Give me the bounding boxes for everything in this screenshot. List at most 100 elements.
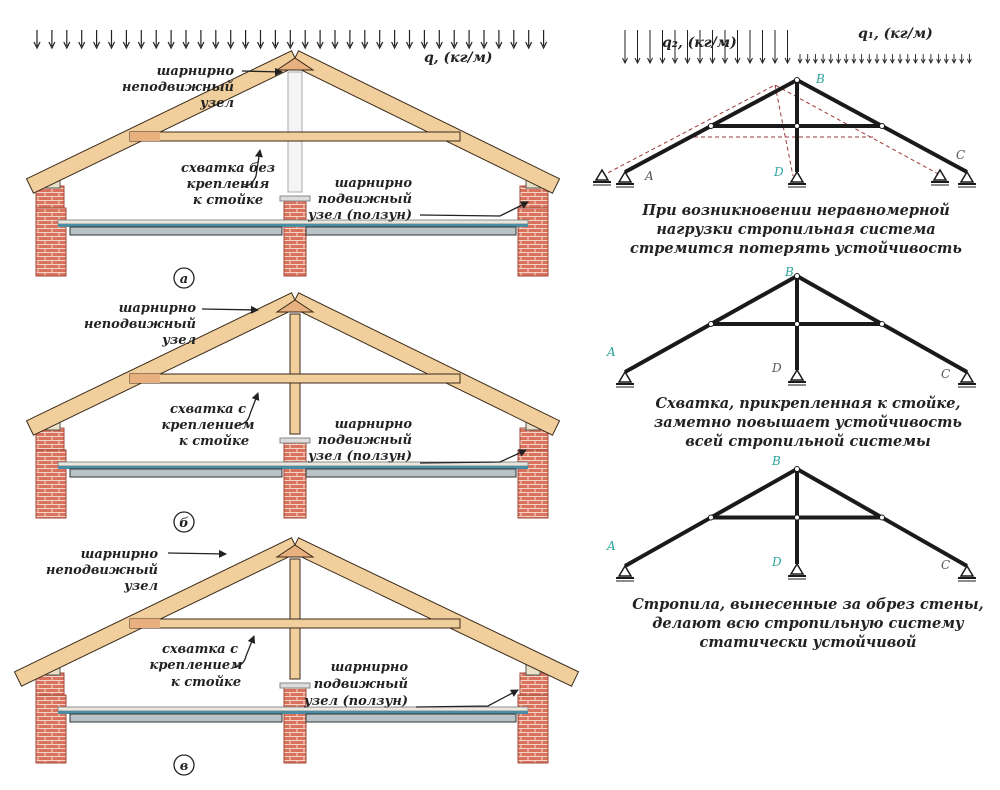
load-arrow-head — [271, 41, 279, 50]
caption-line: нагрузки стропильная система — [656, 221, 935, 238]
load-arrow-head — [391, 41, 399, 50]
node-label-d: D — [771, 555, 782, 569]
load-arrow-head — [331, 41, 339, 50]
center-wall-cap — [279, 195, 311, 202]
collar-tie — [129, 131, 461, 142]
center-wall-cap — [279, 682, 311, 689]
left-wall — [35, 694, 67, 764]
node-label-d: D — [773, 165, 784, 179]
load-arrow-head — [634, 57, 641, 65]
load-arrow-head — [889, 58, 895, 65]
deformed-shape-line — [601, 84, 943, 177]
caption-line: При возникновении неравномерной — [641, 202, 950, 219]
floor-top — [57, 219, 529, 225]
caption-line: статически устойчивой — [700, 634, 917, 651]
load-arrow-head — [435, 41, 443, 50]
left-rafter — [25, 50, 300, 194]
caption-line: делают всю стропильную систему — [652, 615, 965, 632]
pin-support-icon — [932, 168, 948, 181]
node-label-a: A — [606, 345, 616, 359]
center-wall — [283, 199, 307, 277]
caption-line: всей стропильной системы — [685, 433, 931, 450]
truss-scheme-overhang — [616, 466, 976, 582]
left-rafter — [25, 292, 300, 436]
load-arrow-head — [420, 41, 428, 50]
eave-note-line: подвижный — [318, 192, 412, 207]
load-arrow-head — [301, 41, 309, 50]
collar-tie — [129, 373, 461, 384]
caption-unstable: При возникновении неравномерной нагрузки… — [630, 202, 962, 257]
load-arrow-head — [772, 57, 778, 65]
load-arrow-head — [672, 57, 678, 65]
right-wall — [517, 694, 549, 764]
load-arrow-head — [684, 57, 691, 65]
panel-b-diagram — [25, 292, 561, 519]
load-arrow-head — [376, 41, 384, 50]
load-arrow-head — [93, 41, 101, 50]
pin-support-icon — [959, 564, 975, 577]
caption-collar-fixed: Схватка, прикрепленная к стойке, заметно… — [654, 395, 962, 450]
eave-note-c: шарнирно подвижный узел (ползун) — [303, 660, 519, 709]
left-rafter — [13, 537, 300, 687]
variant-badge-c: в — [173, 754, 195, 776]
load-arrow-head — [836, 58, 841, 65]
hinge-joint — [879, 514, 885, 521]
load-arrow-head — [450, 41, 458, 50]
load-arrow-head — [784, 57, 791, 65]
load-arrow-head — [747, 57, 753, 65]
ridge-note-line: шарнирно — [157, 64, 235, 79]
ridge-note-line: неподвижный — [122, 80, 234, 95]
collar-note-c: схватка с креплением к стойке — [150, 635, 256, 690]
caption-line: Стропила, вынесенные за обрез стены, — [632, 596, 983, 613]
center-wall — [283, 686, 307, 764]
load-arrow-head — [167, 41, 175, 50]
eave-note-line: узел (ползун) — [307, 208, 412, 223]
load-arrow-head — [843, 58, 849, 65]
arrow-icon — [167, 549, 227, 558]
load-arrow-head — [256, 41, 265, 50]
hinge-joint — [708, 321, 714, 327]
load-arrow-head — [33, 41, 41, 50]
load-arrow-head — [851, 58, 857, 65]
load-arrow-head — [812, 58, 818, 65]
collar-note-a: схватка без крепления к стойке — [181, 149, 275, 208]
load-arrow-head — [797, 58, 803, 65]
node-label-a: A — [606, 539, 616, 553]
load-arrow-head — [152, 41, 160, 50]
load-arrow-head — [525, 41, 533, 50]
arrow-icon — [415, 689, 519, 708]
hinge-joint — [794, 466, 800, 472]
right-rafter — [290, 537, 580, 687]
pin-support-icon — [617, 564, 633, 577]
right-wall-top — [519, 672, 549, 696]
floor-slab-left — [69, 713, 283, 723]
floor-top — [57, 706, 529, 712]
collar-note-line: креплением — [150, 658, 243, 673]
collar-note-line: схватка с — [170, 402, 246, 417]
center-wall-cap — [279, 437, 311, 444]
ridge-node — [275, 544, 315, 558]
ridge-node — [275, 57, 315, 71]
load-arrow-head — [828, 58, 834, 65]
truss-scheme-unstable — [593, 77, 976, 188]
eave-note-line: подвижный — [318, 433, 412, 448]
hinge-joint — [879, 123, 885, 129]
uniform-load-arrows — [33, 30, 548, 50]
pin-support-icon — [617, 370, 633, 383]
collar-tie — [129, 618, 461, 629]
load-arrow-head — [78, 41, 86, 50]
load-arrow-head — [227, 41, 235, 50]
load-arrow-head — [734, 57, 741, 65]
load-arrow-head — [966, 58, 972, 65]
eave-note-line: узел (ползун) — [303, 694, 408, 709]
load-arrow-head — [647, 57, 653, 65]
right-wall — [517, 449, 549, 519]
node-label-b: B — [784, 265, 794, 279]
load-label-q1: q₁, (кг/м) — [858, 26, 933, 42]
load-arrow-head — [943, 58, 949, 65]
collar-note-line: креплением — [162, 418, 255, 433]
load-arrow-head — [759, 57, 766, 65]
center-wall — [283, 441, 307, 519]
collar-note-line: крепления — [187, 177, 270, 192]
